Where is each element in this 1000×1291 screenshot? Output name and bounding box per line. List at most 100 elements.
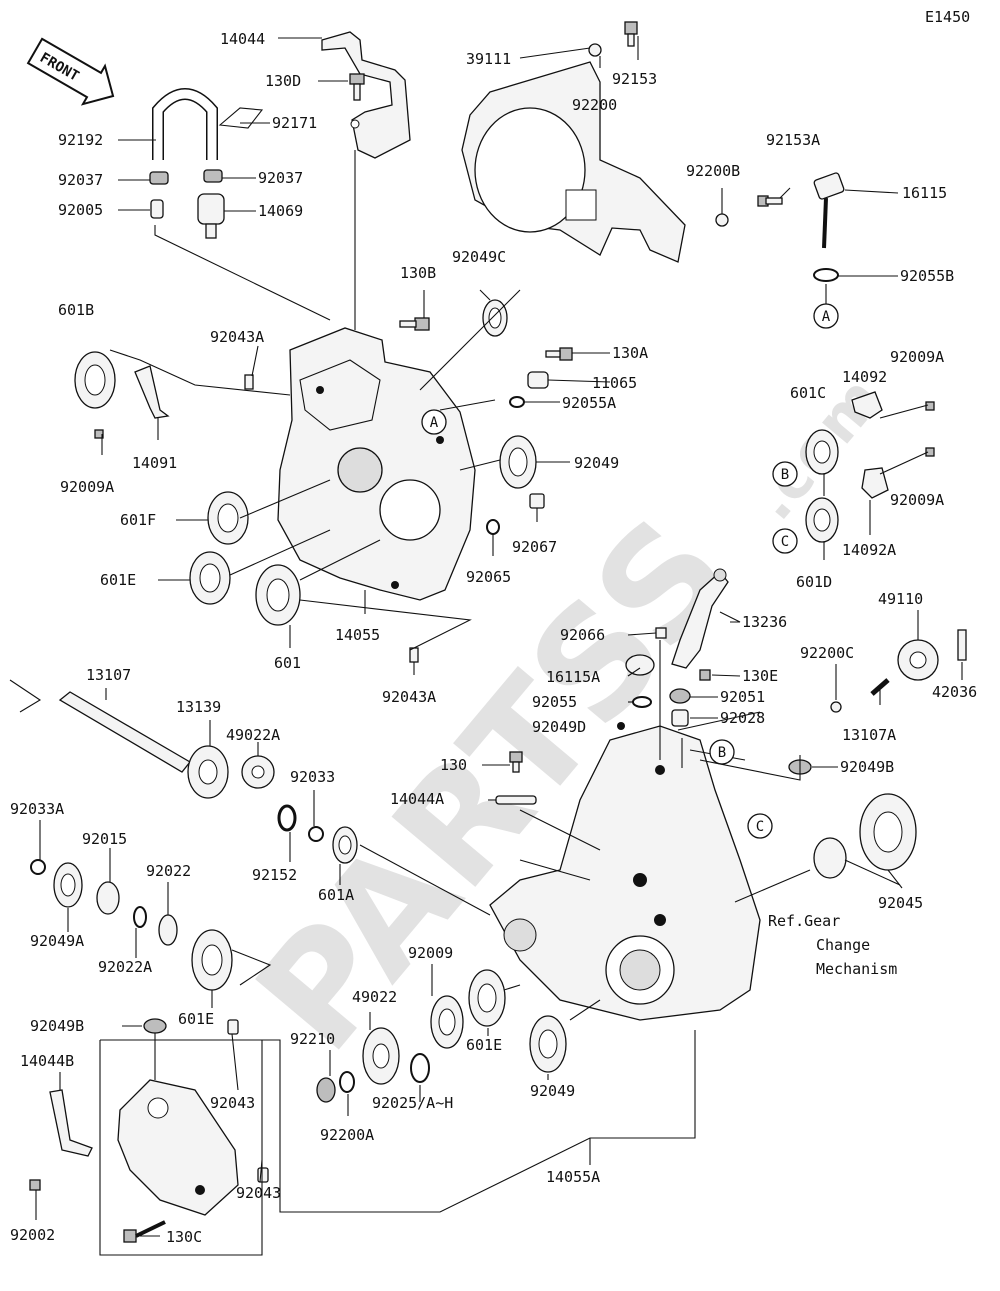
crankcase-14055 [277, 327, 476, 601]
part-label: 92171 [272, 114, 317, 132]
part-label: 92009A [890, 348, 944, 366]
part-label: 92037 [258, 169, 303, 187]
svg-text:B: B [718, 745, 726, 761]
bearing-601 [255, 564, 301, 626]
part-label: 601C [790, 384, 826, 402]
part-label: 92025/A~H [372, 1094, 453, 1112]
part-label: 92002 [10, 1226, 55, 1244]
bolt-130E [699, 669, 711, 681]
callout-B-right: B [772, 461, 798, 487]
part-label: 92015 [82, 830, 127, 848]
washer-92200B [715, 213, 729, 227]
bearing-601F [207, 491, 249, 545]
part-label: 49022A [226, 726, 280, 744]
screw-92002 [29, 1179, 41, 1191]
part-label: 92043 [236, 1184, 281, 1202]
bearing-92045 [859, 793, 917, 871]
part-label: 601E [466, 1036, 502, 1054]
part-label: 14044 [220, 30, 265, 48]
dowel-92043A-top [244, 374, 254, 390]
part-label: 130 [440, 756, 467, 774]
part-label: 92055B [900, 267, 954, 285]
washer-92200 [588, 43, 602, 57]
part-label: 14092A [842, 541, 896, 559]
seal-92049B-left [143, 1018, 167, 1034]
part-label: 92033A [10, 800, 64, 818]
bearing-601E-bot [468, 969, 506, 1027]
bearing-601C [805, 429, 839, 475]
part-label: 92055A [562, 394, 616, 412]
bolt-130B [399, 317, 430, 331]
svg-text:A: A [822, 309, 831, 325]
part-label: 92200C [800, 644, 854, 662]
pin-92066 [655, 627, 667, 639]
seal-92049C [482, 299, 508, 337]
ref-note-line2: Change [816, 936, 870, 954]
part-label: 92049D [532, 718, 586, 736]
screw-92009A-left [94, 429, 104, 439]
callout-A-left: A [421, 409, 447, 435]
seal-92049-bot [529, 1015, 567, 1073]
part-label: 92065 [466, 568, 511, 586]
part-label: 92043A [210, 328, 264, 346]
dipstick-16115 [813, 172, 845, 249]
clamp-92037-left [149, 171, 169, 185]
fitting-92005 [150, 199, 164, 219]
part-label: 92152 [252, 866, 297, 884]
part-label: 11065 [592, 374, 637, 392]
nut-92210 [316, 1077, 336, 1103]
part-label: 92043 [210, 1094, 255, 1112]
callout-B-low: B [709, 739, 735, 765]
part-label: 92022 [146, 862, 191, 880]
part-label: 14091 [132, 454, 177, 472]
part-label: 130C [166, 1228, 202, 1246]
part-label: 49110 [878, 590, 923, 608]
part-label: 130A [612, 344, 648, 362]
gear-13139 [187, 745, 229, 799]
part-label: 92033 [290, 768, 335, 786]
diagram-code: E1450 [925, 8, 970, 26]
rod-14044A [495, 795, 537, 805]
part-label: 92153A [766, 131, 820, 149]
bearing-601A [332, 826, 358, 864]
o-ring-92055B [813, 268, 839, 282]
part-label: 14044B [20, 1052, 74, 1070]
bracket-14092A [861, 467, 889, 499]
part-label: 39111 [466, 50, 511, 68]
washer-92200A [339, 1071, 355, 1093]
part-label: 92200 [572, 96, 617, 114]
washer-92022 [158, 914, 178, 946]
guide-14091 [134, 365, 170, 419]
collar-92015 [96, 881, 120, 915]
part-labels: 14044 130D 92192 92171 92037 92037 92005… [10, 30, 977, 1246]
collar-92028 [671, 709, 689, 727]
bolt-92153 [624, 21, 638, 47]
part-label: 601D [796, 573, 832, 591]
bearing-601D [805, 497, 839, 543]
svg-text:A: A [430, 415, 439, 431]
clamp-92037-right [203, 169, 223, 183]
part-label: 49022 [352, 988, 397, 1006]
svg-text:C: C [756, 819, 764, 835]
shim-92025 [410, 1053, 430, 1083]
front-arrow-icon: FRONT [26, 37, 115, 106]
bracket-14044B [49, 1089, 93, 1157]
part-label: 92049 [530, 1082, 575, 1100]
washer-92022A [133, 906, 147, 928]
seal-92009 [430, 995, 464, 1049]
bracket-14044 [321, 31, 411, 159]
part-label: 92028 [720, 709, 765, 727]
part-label: 92005 [58, 201, 103, 219]
part-label: 601A [318, 886, 354, 904]
part-label: 92192 [58, 131, 103, 149]
seal-92049A [53, 862, 83, 908]
part-label: 92055 [532, 693, 577, 711]
part-label: 92045 [878, 894, 923, 912]
sensor-11065 [527, 371, 549, 389]
part-label: 92049C [452, 248, 506, 266]
ref-note-line3: Mechanism [816, 960, 897, 978]
part-label: 14069 [258, 202, 303, 220]
arm-13236 [671, 568, 729, 669]
part-label: 601E [100, 571, 136, 589]
